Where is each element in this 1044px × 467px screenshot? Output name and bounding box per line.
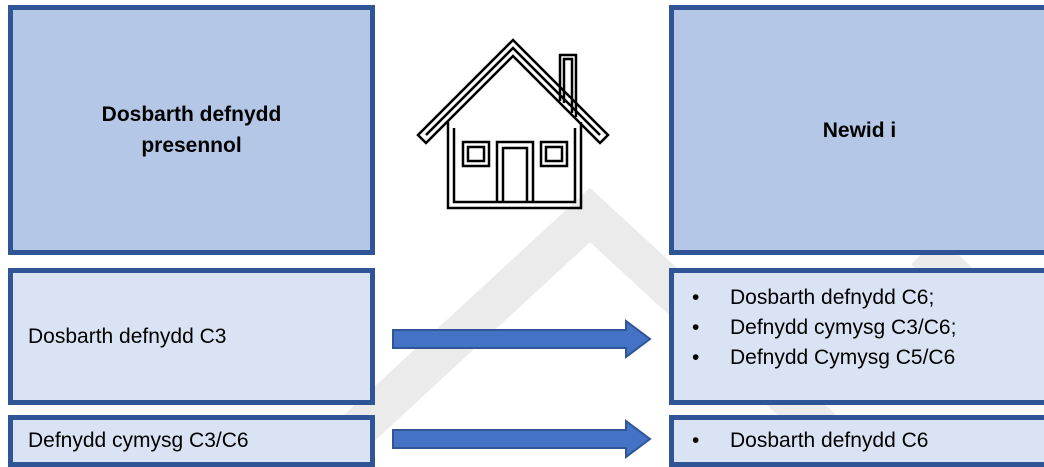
list-item: Dosbarth defnydd C6; [674, 283, 1044, 313]
list-item: Dosbarth defnydd C6 [674, 426, 1044, 456]
change-to-options: Dosbarth defnydd C6 [674, 426, 1044, 456]
right-arrow-icon [392, 319, 652, 359]
list-item: Defnydd Cymysg C5/C6 [674, 343, 1044, 373]
header-change-to-label: Newid i [822, 118, 897, 142]
row1-current-text: Dosbarth defnydd C3 [28, 324, 227, 348]
header-change-to: Newid i [669, 5, 1044, 255]
change-to-options: Dosbarth defnydd C6; Defnydd cymysg C3/C… [674, 283, 1044, 373]
right-arrow-icon [392, 419, 652, 459]
house-icon [416, 38, 610, 210]
change-to-list-row1: Dosbarth defnydd C6; Defnydd cymysg C3/C… [669, 268, 1044, 405]
change-to-list-row2: Dosbarth defnydd C6 [669, 415, 1044, 467]
header-current-line1: Dosbarth defnydd [101, 103, 282, 126]
current-use-mixed-c3-c6: Defnydd cymysg C3/C6 [8, 415, 375, 467]
header-current-line2: presennol [141, 134, 242, 157]
header-current-use-class: Dosbarth defnydd presennol [8, 5, 375, 255]
list-item: Defnydd cymysg C3/C6; [674, 313, 1044, 343]
header-current-label: Dosbarth defnydd presennol [102, 99, 282, 161]
row2-current-text: Defnydd cymysg C3/C6 [28, 429, 249, 452]
current-use-class-c3: Dosbarth defnydd C3 [8, 268, 375, 405]
